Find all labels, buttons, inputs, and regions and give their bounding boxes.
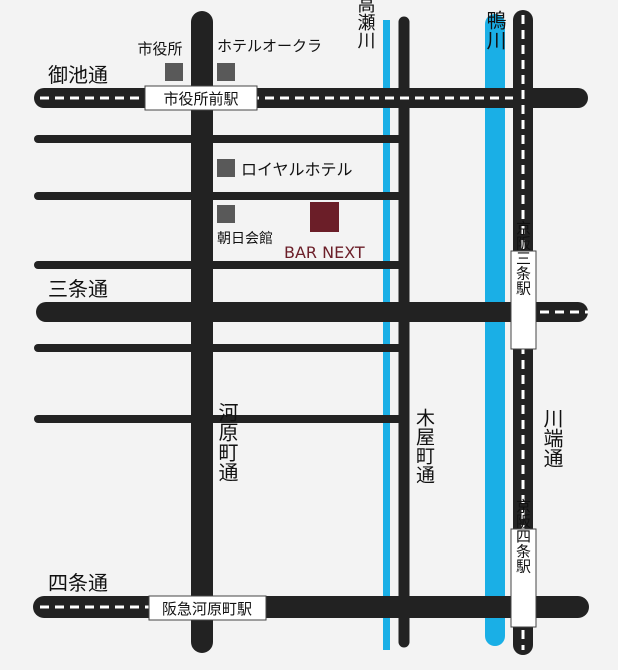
street-sanjo-label: 三条通 — [48, 277, 108, 301]
landmark-city-hall: 市役所 — [137, 40, 183, 81]
landmark-hotel-okura-marker — [217, 63, 235, 81]
landmark-asahi-kaikan-marker — [217, 205, 235, 223]
kamo-river — [485, 14, 505, 646]
river-kamo-label: 鴨川 — [483, 10, 507, 50]
street-shijo-label: 四条通 — [48, 571, 108, 595]
station-hankyu-kawaramachi: 阪急河原町駅 — [148, 595, 267, 621]
landmark-hotel-okura-label: ホテルオークラ — [217, 37, 322, 55]
landmark-royal-hotel-label: ロイヤルホテル — [241, 160, 353, 179]
takase-river — [383, 20, 390, 650]
station-keihan-shijo: 京阪四条駅 — [510, 499, 537, 628]
landmark-royal-hotel-marker — [217, 159, 235, 177]
street-kawabata-label: 川端通 — [540, 408, 564, 468]
landmark-city-hall-marker — [165, 63, 183, 81]
landmark-asahi-kaikan-label: 朝日会館 — [217, 230, 273, 247]
station-hankyu-kawaramachi-label: 阪急河原町駅 — [162, 600, 252, 618]
landmark-royal-hotel: ロイヤルホテル — [217, 159, 353, 179]
station-shiyakusho-mae-label: 市役所前駅 — [163, 90, 238, 108]
station-keihan-sanjo-label: 京阪三条駅 — [514, 221, 532, 296]
destination-bar-next: BAR NEXT — [284, 202, 365, 262]
landmark-city-hall-label: 市役所 — [137, 40, 182, 58]
destination-marker — [310, 202, 339, 232]
destination-label: BAR NEXT — [284, 243, 365, 262]
landmark-asahi-kaikan: 朝日会館 — [217, 205, 273, 247]
station-keihan-shijo-label: 京阪四条駅 — [514, 499, 532, 574]
street-kiyamachi-label: 木屋町通 — [413, 408, 435, 484]
station-shiyakusho-mae: 市役所前駅 — [144, 85, 258, 111]
minor-streets — [34, 135, 404, 423]
street-kawaramachi-label: 河原町通 — [215, 402, 239, 482]
landmark-hotel-okura: ホテルオークラ — [217, 37, 322, 81]
river-takase-label: 高瀬川 — [355, 0, 376, 49]
street-oike-label: 御池通 — [48, 63, 108, 87]
station-keihan-sanjo: 京阪三条駅 — [510, 221, 537, 350]
